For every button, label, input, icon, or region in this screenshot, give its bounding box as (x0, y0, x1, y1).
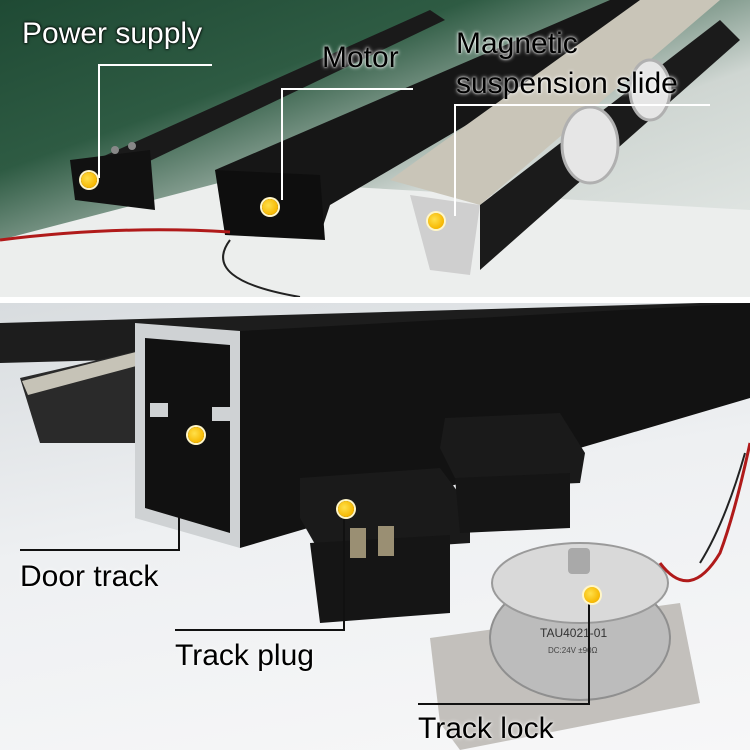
marker-dot-icon (584, 587, 600, 603)
label-magnetic-line2: suspension slide (456, 67, 678, 100)
label-motor: Motor (322, 41, 399, 74)
side-rail (20, 348, 150, 443)
top-photo-panel: Power supply Motor Magnetic suspension s… (0, 0, 750, 297)
black-wire (699, 452, 746, 564)
track-lip (212, 407, 230, 421)
label-door-track: Door track (20, 560, 159, 593)
leader-line (100, 64, 212, 66)
marker-dot-icon (188, 427, 204, 443)
leader-line (456, 104, 710, 106)
marker-dot-icon (338, 501, 354, 517)
label-power-supply: Power supply (22, 17, 203, 50)
track-plug-top (300, 468, 470, 553)
leader-line (454, 104, 456, 216)
track-plug-2-top (440, 413, 585, 488)
marker-dot-icon (262, 199, 278, 215)
wheel-icon (560, 105, 620, 185)
magnet-strip (22, 351, 140, 395)
spring-icon (350, 528, 366, 558)
red-wire (658, 442, 750, 583)
leader-line (20, 549, 180, 551)
label-track-plug: Track plug (175, 639, 314, 672)
door-track-cavity (145, 338, 230, 533)
leader-line (343, 519, 345, 631)
paper-surface (0, 180, 750, 297)
leader-line (283, 88, 413, 90)
leader-line (281, 88, 283, 200)
leader-line (588, 603, 590, 705)
top-photo-scene (0, 0, 750, 297)
power-supply-box (70, 150, 155, 210)
label-track-lock: Track lock (418, 712, 554, 745)
lock-marking-2: DC:24V ±90Ω (548, 646, 598, 655)
track-lip (150, 403, 168, 417)
screw-icon (128, 142, 136, 150)
lock-marking-1: TAU4021-01 (540, 626, 607, 640)
track-plug-2-base (455, 473, 570, 533)
bottom-photo-panel: TAU4021-01 DC:24V ±90Ω Door track Track … (0, 303, 750, 750)
spring-icon (378, 526, 394, 556)
lock-stud (568, 548, 590, 574)
slide-profile (410, 195, 480, 275)
leader-line (175, 629, 345, 631)
screw-icon (111, 146, 119, 154)
leader-line (98, 64, 100, 178)
leader-line (178, 437, 180, 551)
marker-dot-icon (428, 213, 444, 229)
door-track-body (135, 303, 750, 548)
black-wire (222, 239, 301, 297)
leader-line (418, 703, 590, 705)
marker-dot-icon (81, 172, 97, 188)
red-wire (0, 228, 231, 242)
magnet-strip (390, 0, 720, 205)
lock-magnet-top (491, 542, 669, 624)
label-magnetic-line1: Magnetic (456, 27, 578, 60)
bottom-photo-scene: TAU4021-01 DC:24V ±90Ω (0, 303, 750, 750)
power-supply-rail (95, 10, 445, 180)
track-plug-base (310, 535, 450, 623)
panel-divider (0, 297, 750, 303)
